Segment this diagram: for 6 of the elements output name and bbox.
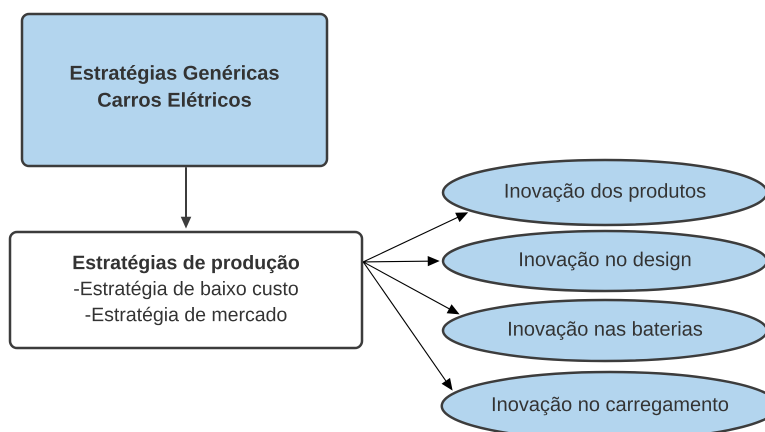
- ellipse-node: Inovação no design: [442, 230, 765, 292]
- ellipse-node: Inovação no carregamento: [440, 370, 765, 432]
- process-box: Estratégias de produção -Estratégia de baixo custo -Estratégia de mercado: [8, 230, 364, 350]
- ellipse-node: Inovação dos produtos: [442, 158, 765, 226]
- ellipse-node: Inovação nas baterias: [442, 298, 765, 362]
- process-box: Estratégias Genéricas Carros Elétricos: [20, 12, 328, 168]
